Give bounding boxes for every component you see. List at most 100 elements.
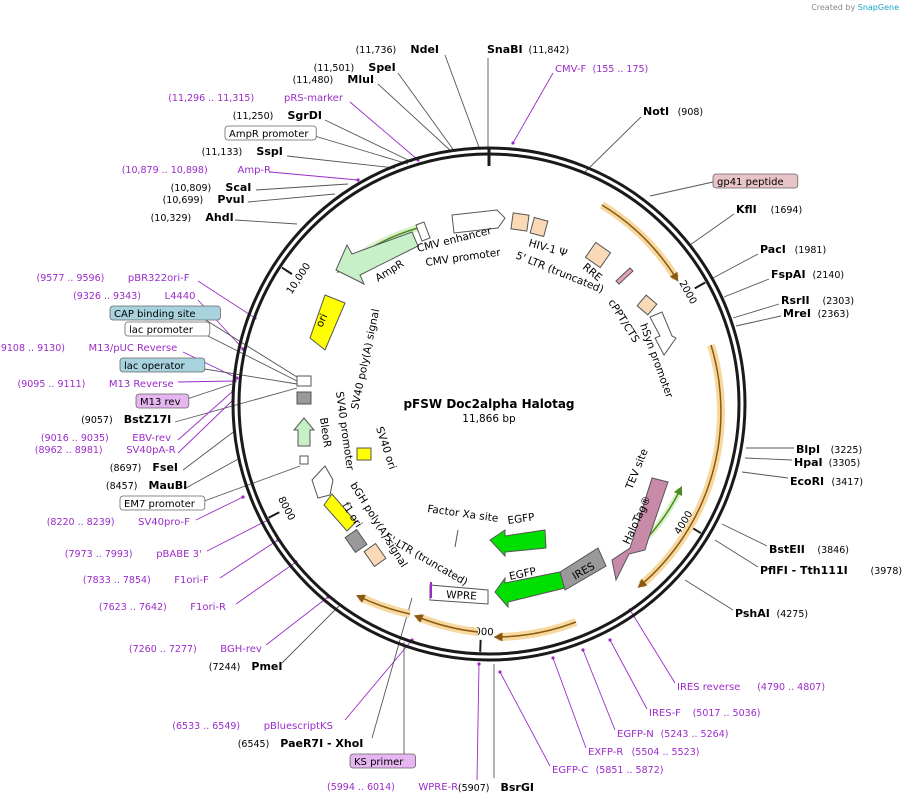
leader-m13puc bbox=[182, 351, 238, 379]
site-name-snabi: SnaBI bbox=[487, 43, 523, 56]
site-position-pflfi: (3978) bbox=[871, 566, 903, 577]
site-position-ecori: (3417) bbox=[832, 477, 864, 488]
site-position-spei: (11,501) bbox=[314, 63, 355, 74]
site-label-pmei[interactable]: (7244)PmeI bbox=[209, 660, 283, 673]
ring-tick-10000 bbox=[281, 266, 293, 275]
site-position-pmei: (7244) bbox=[209, 662, 241, 673]
long-arc bbox=[637, 344, 722, 588]
site-label-sv40pro[interactable]: (8220 .. 8239)SV40pro-F bbox=[47, 517, 190, 528]
site-label-fsei[interactable]: (8697)FseI bbox=[110, 461, 178, 474]
site-label-blpi[interactable]: (3225)BlpI bbox=[796, 443, 862, 456]
site-label-f1orir[interactable]: (7623 .. 7642)F1ori-R bbox=[99, 602, 226, 613]
leader-cmvf bbox=[512, 72, 554, 144]
feature-box-name-m13revb: M13 rev bbox=[140, 397, 181, 408]
site-label-sgrdi[interactable]: (11,250)SgrDI bbox=[233, 109, 322, 122]
site-label-wprer[interactable]: (5994 .. 6014)WPRE-R bbox=[327, 782, 458, 793]
site-name-ebvrev: EBV-rev bbox=[132, 433, 171, 444]
leader-rsrii bbox=[732, 303, 780, 319]
site-name-f1orif: F1ori-F bbox=[174, 575, 209, 586]
site-label-spei[interactable]: (11,501)SpeI bbox=[314, 61, 396, 74]
site-label-pvui[interactable]: (10,699)PvuI bbox=[163, 193, 245, 206]
site-label-cap[interactable]: CAP binding site bbox=[109, 305, 221, 321]
site-label-noti[interactable]: (908)NotI bbox=[643, 105, 703, 118]
site-label-ndei[interactable]: (11,736)NdeI bbox=[356, 43, 439, 56]
site-label-ecori[interactable]: (3417)EcoRI bbox=[790, 475, 863, 488]
site-label-pbr322[interactable]: (9577 .. 9596)pBR322ori-F bbox=[37, 273, 190, 284]
site-label-sv40pa[interactable]: (8962 .. 8981)SV40pA-R bbox=[35, 445, 176, 456]
site-label-lacop[interactable]: lac operator bbox=[119, 357, 206, 373]
site-label-m13puc[interactable]: (9108 .. 9130) M13/pUC Reverse bbox=[0, 343, 177, 354]
ampr-shape bbox=[335, 231, 419, 286]
site-label-pshai[interactable]: (4275)PshAI bbox=[735, 607, 808, 620]
site-label-bsteii[interactable]: (3846)BstEII bbox=[769, 543, 849, 556]
site-position-egfpn: (5243 .. 5264) bbox=[661, 729, 729, 740]
site-label-pbabe3[interactable]: (7973 .. 7993)pBABE 3' bbox=[65, 549, 202, 560]
site-label-snabi[interactable]: (11,842) SnaBI bbox=[487, 43, 569, 56]
site-position-snabi: (11,842) bbox=[529, 45, 570, 56]
site-label-m13revb[interactable]: M13 rev bbox=[135, 393, 190, 409]
site-label-ebvrev[interactable]: (9016 .. 9035)EBV-rev bbox=[41, 433, 171, 444]
site-label-paer7i[interactable]: (6545) PaeR7I - XhoI bbox=[238, 737, 364, 750]
site-label-maubi[interactable]: (8457)MauBI bbox=[106, 479, 187, 492]
site-label-ksprimer[interactable]: KS primer bbox=[349, 753, 416, 769]
site-label-sspi[interactable]: (11,133)SspI bbox=[202, 145, 283, 158]
site-label-bstz17i[interactable]: (9057)BstZ17I bbox=[81, 413, 171, 426]
feature-box-name-cap: CAP binding site bbox=[114, 309, 196, 320]
site-label-iresrev[interactable]: (4790 .. 4807)IRES reverse bbox=[677, 682, 825, 693]
site-label-egfpn[interactable]: (5243 .. 5264)EGFP-N bbox=[617, 729, 728, 740]
site-label-fspai[interactable]: (2140)FspAI bbox=[771, 268, 844, 281]
leader-sv40pro bbox=[195, 496, 244, 521]
leader-pbr322 bbox=[197, 280, 256, 319]
site-label-rsrii[interactable]: (2303)RsrII bbox=[781, 294, 854, 307]
ring-tick-label-2000: 2000 bbox=[676, 279, 698, 307]
site-label-pblue[interactable]: (6533 .. 6549)pBluescriptKS bbox=[172, 721, 333, 732]
site-label-m13rev[interactable]: (9095 .. 9111)M13 Reverse bbox=[18, 379, 174, 390]
gp41-arc bbox=[601, 204, 679, 282]
lac-box bbox=[296, 375, 312, 387]
arc-bgh bbox=[355, 594, 411, 615]
site-label-exfpr[interactable]: (5504 .. 5523)EXFP-R bbox=[588, 747, 699, 758]
site-position-m13puc: (9108 .. 9130) bbox=[0, 343, 65, 354]
cppt-box bbox=[636, 294, 658, 316]
egfp1-shape bbox=[489, 529, 547, 558]
site-label-ahdi[interactable]: (10,329)AhdI bbox=[151, 211, 234, 224]
site-position-cmvf: (155 .. 175) bbox=[593, 64, 649, 75]
site-label-em7[interactable]: EM7 promoter bbox=[119, 495, 206, 511]
feature-box-name-lacp: lac promoter bbox=[129, 325, 194, 336]
site-name-m13puc: M13/pUC Reverse bbox=[89, 343, 178, 354]
site-position-fspai: (2140) bbox=[813, 270, 845, 281]
leader-ebvrev bbox=[177, 390, 234, 441]
site-label-scai[interactable]: (10,809)ScaI bbox=[171, 181, 252, 194]
site-label-cmvf[interactable]: (155 .. 175)CMV-F bbox=[555, 64, 648, 75]
site-label-bghrev[interactable]: (7260 .. 7277)BGH-rev bbox=[129, 644, 262, 655]
sv40pa-label: SV40 poly(A) signal bbox=[349, 308, 382, 411]
site-label-kfli[interactable]: (1694)KflI bbox=[736, 203, 802, 216]
site-label-paci[interactable]: (1981)PacI bbox=[760, 243, 826, 256]
site-label-lacp[interactable]: lac promoter bbox=[124, 321, 211, 337]
site-position-sv40pro: (8220 .. 8239) bbox=[47, 517, 115, 528]
site-label-prs[interactable]: (11,296 .. 11,315)pRS-marker bbox=[168, 93, 344, 104]
site-label-ampr_p[interactable]: AmpR promoter bbox=[224, 125, 317, 141]
site-label-gp41[interactable]: gp41 peptide bbox=[712, 173, 799, 189]
site-label-pflfi[interactable]: (3978)PflFI - Tth111I bbox=[760, 564, 902, 577]
primer-mark-egfpn bbox=[581, 648, 585, 652]
site-label-f1orif[interactable]: (7833 .. 7854)F1ori-F bbox=[83, 575, 209, 586]
rre-small bbox=[615, 267, 634, 285]
site-label-mrei[interactable]: (2363)MreI bbox=[783, 307, 849, 320]
site-label-hpai[interactable]: (3305)HpaI bbox=[794, 456, 860, 469]
site-label-iresf[interactable]: (5017 .. 5036)IRES-F bbox=[649, 708, 760, 719]
site-name-paer7i: PaeR7I - XhoI bbox=[280, 737, 363, 750]
feature-box-name-em7: EM7 promoter bbox=[124, 499, 196, 510]
site-position-l4440: (9326 .. 9343) bbox=[73, 291, 141, 302]
site-label-ampr_primer[interactable]: (10,879 .. 10,898)Amp-R bbox=[122, 165, 271, 176]
site-label-mlui[interactable]: (11,480)MluI bbox=[293, 73, 374, 86]
site-label-l4440[interactable]: (9326 .. 9343)L4440 bbox=[73, 291, 195, 302]
leader-ndei bbox=[444, 54, 481, 151]
site-name-scai: ScaI bbox=[225, 181, 251, 194]
site-label-bsrgi[interactable]: (5907)BsrGI bbox=[458, 781, 534, 794]
feature-box-em7 bbox=[119, 495, 206, 511]
site-label-egfpc[interactable]: (5851 .. 5872)EGFP-C bbox=[552, 765, 663, 776]
leader-pmei bbox=[281, 604, 341, 664]
site-position-paer7i: (6545) bbox=[238, 739, 270, 750]
leader-pvui bbox=[247, 193, 336, 203]
